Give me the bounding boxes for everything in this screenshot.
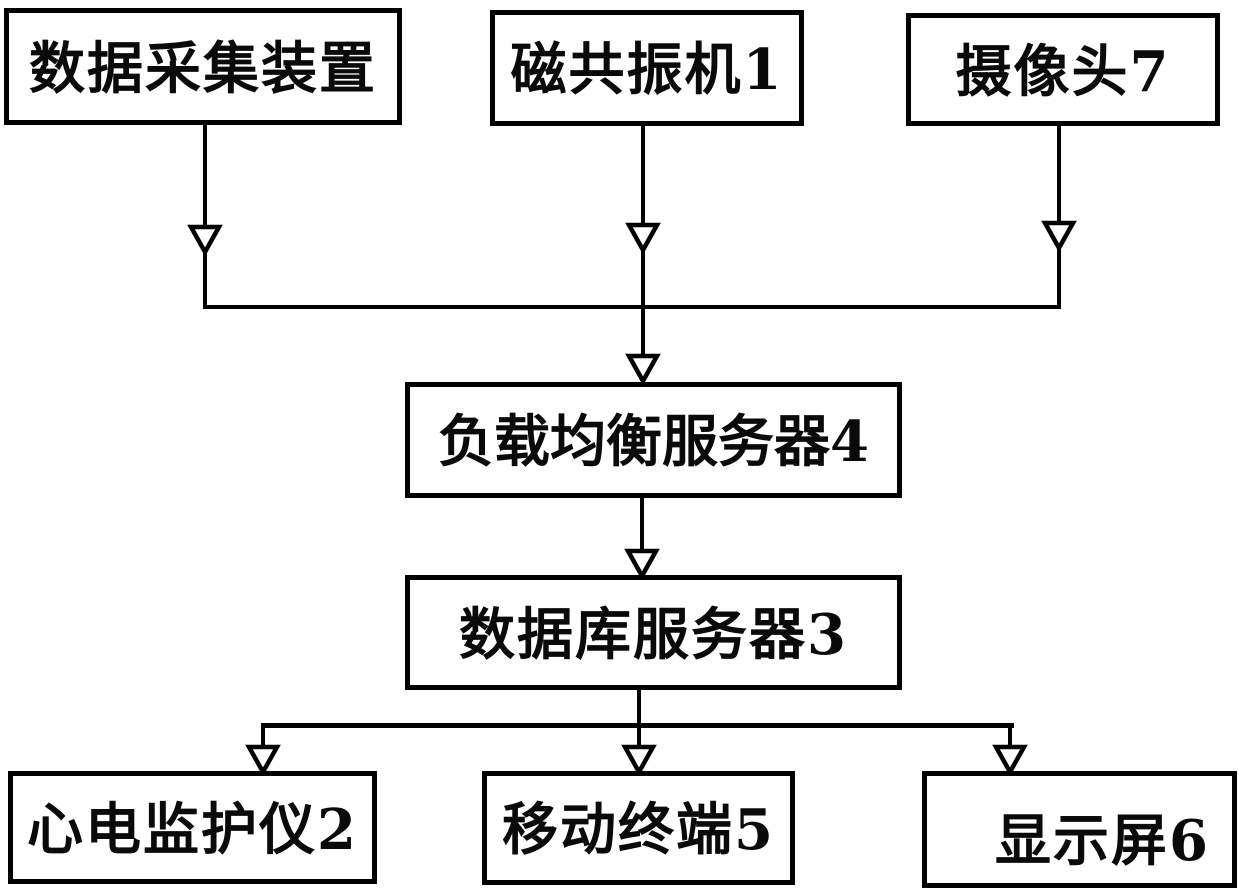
node-label: 数据库服务器3 — [459, 601, 848, 668]
arrowhead-down-icon — [625, 222, 661, 253]
edge-line-from-database — [637, 688, 641, 775]
edge-bus-top-horizontal — [203, 305, 1061, 309]
node-data-collection-device: 数据采集装置 — [4, 8, 402, 125]
arrowhead-down-icon — [992, 744, 1028, 775]
node-mobile-terminal: 移动终端5 — [482, 771, 795, 885]
arrowhead-down-icon — [621, 744, 657, 775]
arrowhead-down-icon — [245, 744, 281, 775]
edge-line-from-data-collection — [203, 122, 207, 309]
node-label: 摄像头7 — [955, 38, 1171, 105]
node-display-screen: 显示屏6 — [922, 771, 1237, 888]
edge-line-from-mri — [641, 124, 645, 384]
arrowhead-down-icon — [1041, 220, 1077, 251]
node-database-server: 数据库服务器3 — [405, 575, 902, 690]
node-label: 移动终端5 — [502, 797, 775, 863]
node-load-balance-server: 负载均衡服务器4 — [405, 382, 902, 498]
node-label: 心电监护仪2 — [27, 796, 358, 863]
node-camera: 摄像头7 — [906, 13, 1220, 126]
arrowhead-down-icon — [624, 548, 660, 579]
node-label: 显示屏6 — [995, 808, 1210, 874]
node-label: 磁共振机1 — [510, 37, 784, 103]
node-label: 负载均衡服务器4 — [438, 409, 869, 475]
edge-bus-bottom-horizontal — [261, 723, 1014, 728]
arrowhead-down-icon — [187, 224, 223, 255]
node-ecg-monitor: 心电监护仪2 — [8, 771, 377, 884]
node-label: 数据采集装置 — [29, 35, 377, 102]
edge-line-loadbalancer-to-database — [640, 495, 644, 579]
node-mri-machine: 磁共振机1 — [490, 10, 804, 126]
arrowhead-down-icon — [625, 353, 661, 384]
edge-line-from-camera — [1057, 124, 1061, 309]
